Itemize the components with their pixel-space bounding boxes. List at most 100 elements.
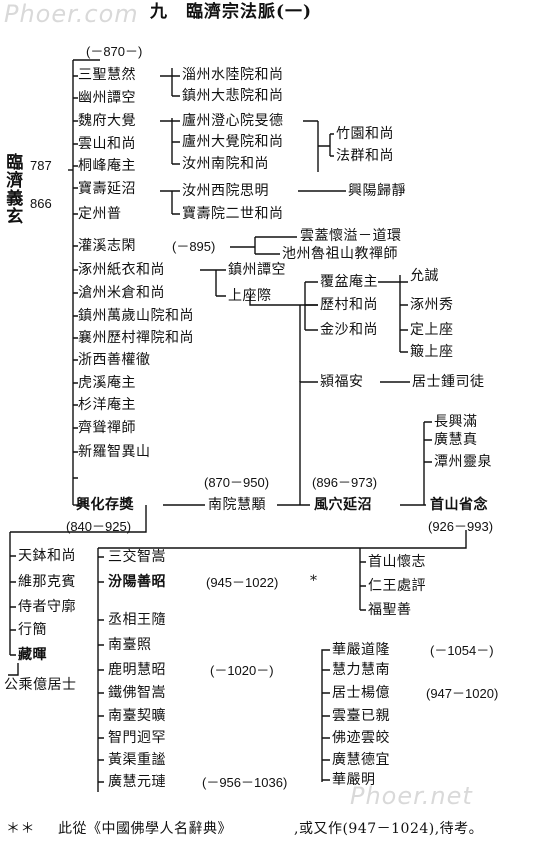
master-tongfeng: 桐峰庵主 (78, 158, 136, 174)
master-dingzhou: 定州普 (78, 206, 122, 222)
master-zhexi: 浙西善權徹 (78, 352, 151, 368)
footnote-marks: ＊＊ (6, 821, 35, 837)
sansheng-heir-1: 淄州水陸院和尚 (182, 67, 284, 83)
ximing-heir: 興陽歸靜 (348, 183, 406, 199)
fengxue-side-2: 歷村和尚 (320, 297, 378, 313)
baoshou-heir-2: 寶壽院二世和尚 (182, 206, 284, 222)
master-fengxue: 風穴延沼 (314, 497, 372, 513)
master-weifu-dajue: 魏府大覺 (78, 113, 136, 129)
guanghui-heir-5: 佛迹雲皎 (332, 730, 390, 746)
guanxi-heir-2: 池州魯祖山教禪師 (282, 246, 398, 262)
master-xinghua: 興化存獎 (76, 497, 134, 513)
master-shanyang: 杉洋庵主 (78, 397, 136, 413)
shoushan-heir-6: 鐵佛智嵩 (108, 685, 166, 701)
daolong-dates: (－1054－) (430, 643, 494, 658)
weifu-gen4-1: 竹園和尚 (336, 126, 394, 142)
yingfuan: 潁福安 (320, 374, 364, 390)
baoshou-heir-1: 汝州西院思明 (182, 183, 269, 199)
master-qisong: 齊聳禪師 (78, 420, 136, 436)
footnote-source: 此從《中國佛學人名辭典》 (58, 821, 232, 837)
sansheng-heir-2: 鎮州大悲院和尚 (182, 88, 284, 104)
master-baoshou: 寶壽延沼 (78, 181, 136, 197)
fengxue-side2-3: 定上座 (410, 322, 454, 338)
xinghua-side-2: 維那克賓 (18, 574, 76, 590)
yangyi-dates: (947－1020) (426, 686, 499, 701)
shoushan-heir-5: 鹿明慧昭 (108, 662, 166, 678)
root-name-char-2: 濟 (6, 171, 24, 191)
shoushan-heir-9: 黃渠重謐 (108, 752, 166, 768)
weifu-heir-2: 廬州大覺院和尚 (182, 134, 284, 150)
shoushan-dates: (926－993) (428, 519, 494, 534)
fengxue-side-1: 覆盆庵主 (320, 274, 378, 290)
root-name-char-1: 臨 (6, 153, 24, 173)
root-year-start: 787 (30, 158, 52, 173)
master-zhenzhou-wansui: 鎮州萬歲山院和尚 (78, 308, 194, 324)
fengxue-side2-4: 簸上座 (410, 344, 454, 360)
fenyang-note-mark: * (310, 573, 318, 589)
shoushan-heir-7: 南臺契曠 (108, 708, 166, 724)
master-guanxi: 灌溪志閑 (78, 238, 136, 254)
shoushan-side-1: 長興滿 (434, 414, 478, 430)
nanyuan-dates: (870－950) (204, 475, 270, 490)
luming-dates: (－1020－) (210, 663, 274, 678)
master-huxi: 虎溪庵主 (78, 375, 136, 391)
xinghua-side-4: 行簡 (18, 622, 47, 638)
master-silla: 新羅智異山 (78, 444, 151, 460)
guanghui-heir-3: 居士楊億 (332, 685, 390, 701)
page-title: 九 臨濟宗法脈(一) (150, 2, 313, 22)
shoushan-heir-guanghui: 廣慧元璉 (108, 774, 166, 790)
master-shoushan: 首山省念 (430, 497, 488, 513)
guanghui-heir-4: 雲臺已親 (332, 708, 390, 724)
xinghua-dates: (840－925) (66, 519, 132, 534)
master-yunshan: 雲山和尚 (78, 136, 136, 152)
master-nanyuan: 南院慧顒 (208, 497, 266, 513)
fengxue-side-3: 金沙和尚 (320, 322, 378, 338)
yingfuan-heir: 居士鍾司徒 (412, 374, 485, 390)
guanghui-heir-7: 華嚴明 (332, 772, 376, 788)
guanghui-heir-6: 廣慧德宜 (332, 752, 390, 768)
shoushan-side-2: 廣慧真 (434, 432, 478, 448)
shoushan-heir-b-3: 福聖善 (368, 602, 412, 618)
root-linji-name: 臨 濟 義 玄 (6, 154, 24, 226)
fengxue-side2-1: 允誠 (410, 268, 439, 284)
weifu-heir-1: 廬州澄心院旻德 (182, 113, 284, 129)
guanghui-heir-2: 慧力慧南 (332, 662, 390, 678)
root-name-char-3: 義 (6, 189, 24, 209)
master-youzhou-tankong: 幽州譚空 (78, 90, 136, 106)
root-name-char-4: 玄 (6, 207, 24, 227)
xinghua-side-5: 藏暉 (18, 647, 47, 663)
root-year-end: 866 (30, 196, 52, 211)
shoushan-heir-fenyang: 汾陽善昭 (108, 574, 166, 590)
watermark-top: Phoer.com (4, 0, 139, 28)
guanxi-heir-1: 雲蓋懷溢－道環 (300, 228, 402, 244)
gongsheng-layman: 公乘億居士 (4, 677, 77, 693)
fengxue-side2-2: 涿州秀 (410, 297, 454, 313)
master-zhuozhou-zhiyi: 涿州紙衣和尚 (78, 262, 165, 278)
xinghua-side-1: 天鉢和尚 (18, 548, 76, 564)
master-sansheng: 三聖慧然 (78, 67, 136, 83)
shoushan-heir-4: 南臺照 (108, 637, 152, 653)
shoushan-heir-1: 三交智嵩 (108, 549, 166, 565)
footnote-alt-dates: ,或又作(947－1024),待考。 (294, 821, 484, 837)
zhiyi-heir-2: 上座際 (228, 288, 272, 304)
master-cangzhou: 滄州米倉和尚 (78, 285, 165, 301)
shoushan-heir-8: 智門迥罕 (108, 730, 166, 746)
shoushan-heir-b-2: 仁王處評 (368, 578, 426, 594)
shoushan-heir-b-1: 首山懷志 (368, 554, 426, 570)
guanghui-heir-1: 華嚴道隆 (332, 642, 390, 658)
master-xiangzhou: 襄州歷村禪院和尚 (78, 330, 194, 346)
xinghua-side-3: 侍者守廓 (18, 599, 76, 615)
shoushan-side-3: 潭州靈泉 (434, 454, 492, 470)
zhiyi-heir-1: 鎮州譚空 (228, 262, 286, 278)
watermark-bottom: Phoer.net (350, 782, 473, 810)
weifu-heir-3: 汝州南院和尚 (182, 156, 269, 172)
guanghui-dates: (－956－1036) (202, 775, 288, 790)
sansheng-dates: (－870－) (86, 44, 143, 59)
fenyang-dates: (945－1022) (206, 575, 279, 590)
fengxue-dates: (896－973) (312, 475, 378, 490)
weifu-gen4-2: 法群和尚 (336, 148, 394, 164)
shoushan-heir-3: 丞相王隨 (108, 612, 166, 628)
guanxi-dates: (－895) (172, 239, 216, 254)
